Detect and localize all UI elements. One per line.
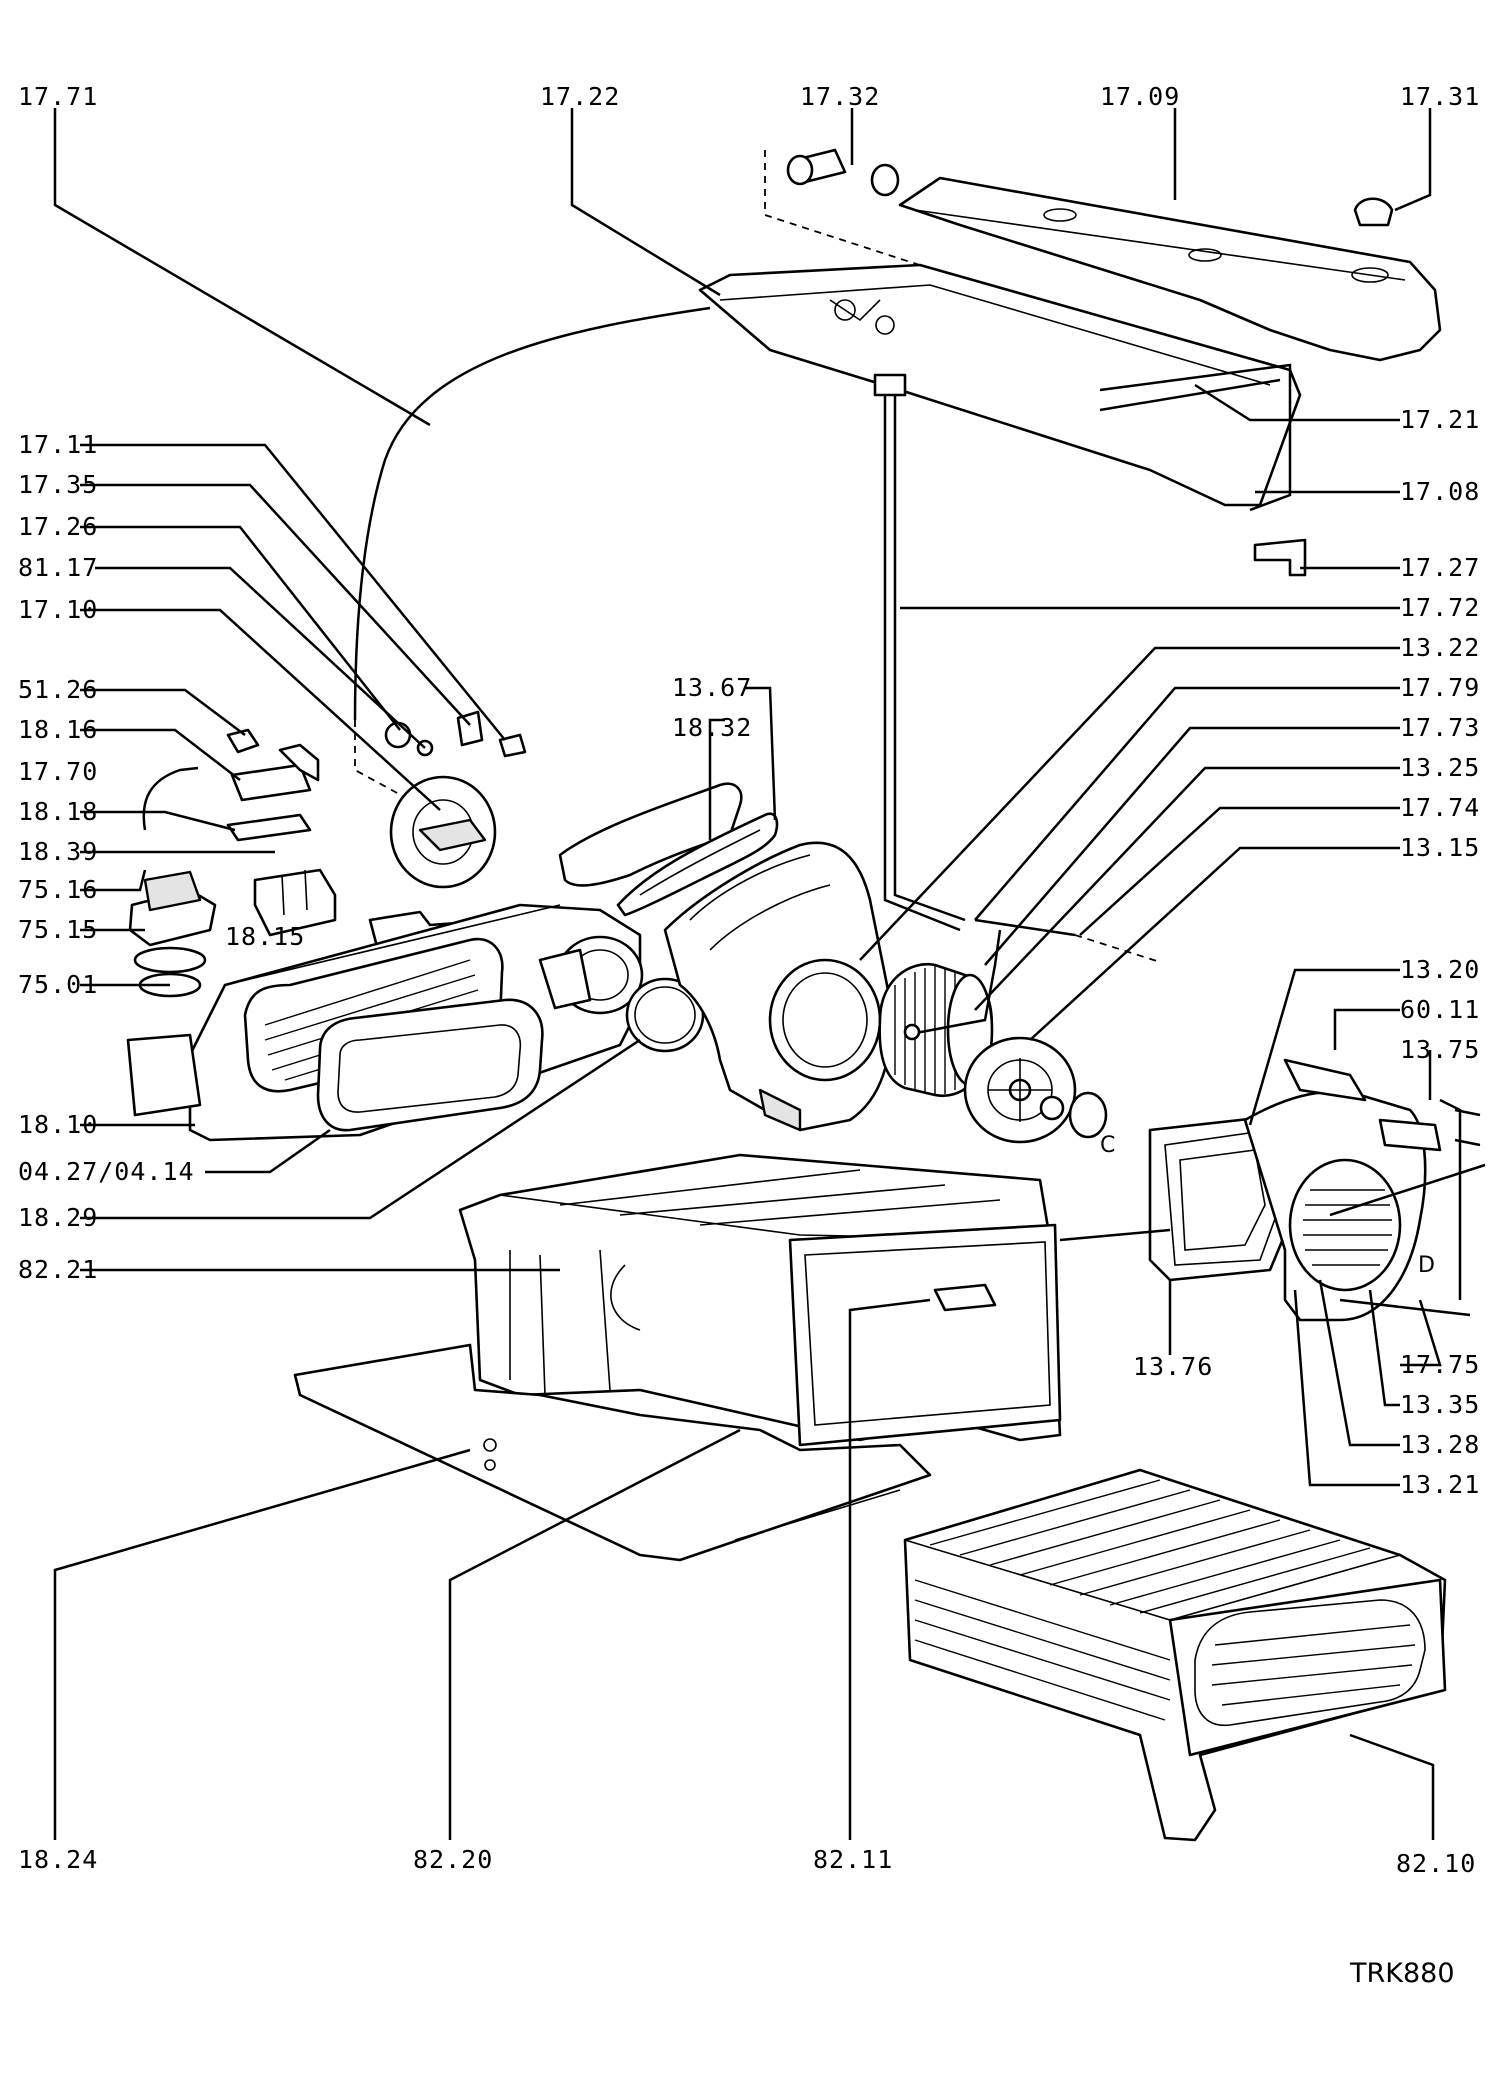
letter-c: C bbox=[1100, 1133, 1115, 1158]
callout: 17.75 bbox=[1400, 1350, 1480, 1379]
callout: 82.11 bbox=[813, 1845, 893, 1874]
callout: 17.26 bbox=[18, 512, 98, 541]
callout: 18.39 bbox=[18, 837, 98, 866]
callout: 17.70 bbox=[18, 757, 98, 786]
callout: 13.28 bbox=[1400, 1430, 1480, 1459]
callout: 17.32 bbox=[800, 82, 880, 111]
part-flaps bbox=[558, 782, 779, 917]
callout: 17.10 bbox=[18, 595, 98, 624]
callout: 13.22 bbox=[1400, 633, 1480, 662]
callout: 18.24 bbox=[18, 1845, 98, 1874]
part-bracket bbox=[1099, 363, 1292, 512]
callout: 18.10 bbox=[18, 1110, 98, 1139]
callout: 81.17 bbox=[18, 553, 98, 582]
callout: 18.18 bbox=[18, 797, 98, 826]
callout: 17.11 bbox=[18, 430, 98, 459]
callout: 82.20 bbox=[413, 1845, 493, 1874]
callout: 13.67 bbox=[672, 673, 752, 702]
part-fan-housing bbox=[663, 841, 893, 1132]
letter-d: D bbox=[1418, 1253, 1435, 1278]
callout: 75.15 bbox=[18, 915, 98, 944]
callout: 18.15 bbox=[225, 922, 305, 951]
callout: 18.16 bbox=[18, 715, 98, 744]
part-control-knob bbox=[389, 775, 497, 889]
callout: 13.35 bbox=[1400, 1390, 1480, 1419]
callout: 17.08 bbox=[1400, 477, 1480, 506]
part-right-blower bbox=[1148, 1058, 1486, 1322]
callout: 17.09 bbox=[1100, 82, 1180, 111]
callout: 17.74 bbox=[1400, 793, 1480, 822]
part-heater-core bbox=[903, 1468, 1447, 1842]
callout: 17.73 bbox=[1400, 713, 1480, 742]
callout: 75.16 bbox=[18, 875, 98, 904]
callout: 17.31 bbox=[1400, 82, 1480, 111]
callout: 18.29 bbox=[18, 1203, 98, 1232]
callout-labels: 17.71 17.22 17.32 17.09 17.31 17.11 17.3… bbox=[18, 82, 1480, 1989]
part-heater-box bbox=[126, 903, 644, 1142]
callout: 51.26 bbox=[18, 675, 98, 704]
callout: 17.27 bbox=[1400, 553, 1480, 582]
part-rod bbox=[873, 373, 966, 932]
part-switch-assembly bbox=[128, 728, 337, 998]
part-base-plate bbox=[293, 1343, 932, 1562]
callout: 60.11 bbox=[1400, 995, 1480, 1024]
part-main-housing bbox=[458, 1153, 1062, 1447]
part-cable-guide bbox=[354, 720, 411, 801]
callout: 13.20 bbox=[1400, 955, 1480, 984]
callout: 13.25 bbox=[1400, 753, 1480, 782]
part-clip bbox=[1253, 538, 1307, 577]
callout: 75.01 bbox=[18, 970, 98, 999]
callout: 82.10 bbox=[1396, 1849, 1476, 1878]
part-motor-plate bbox=[963, 1036, 1108, 1144]
callout: 13.75 bbox=[1400, 1035, 1480, 1064]
callout: 17.21 bbox=[1400, 405, 1480, 434]
callout: 18.32 bbox=[672, 713, 752, 742]
part-small-controls bbox=[384, 710, 527, 758]
part-fitting bbox=[764, 148, 936, 320]
drawing-reference: TRK880 bbox=[1349, 1958, 1455, 1989]
part-cover-tank bbox=[898, 176, 1442, 362]
callout: 13.21 bbox=[1400, 1470, 1480, 1499]
callout: 17.79 bbox=[1400, 673, 1480, 702]
callout: 17.22 bbox=[540, 82, 620, 111]
callout: 17.35 bbox=[18, 470, 98, 499]
part-ring bbox=[625, 977, 705, 1053]
callout: 17.71 bbox=[18, 82, 98, 111]
callout: 04.27/04.14 bbox=[18, 1157, 195, 1186]
leader-lines bbox=[53, 108, 1442, 1840]
callout: 82.21 bbox=[18, 1255, 98, 1284]
callout: 17.72 bbox=[1400, 593, 1480, 622]
callout: 13.15 bbox=[1400, 833, 1480, 862]
part-cable bbox=[353, 306, 711, 721]
callout: 13.76 bbox=[1133, 1352, 1213, 1381]
